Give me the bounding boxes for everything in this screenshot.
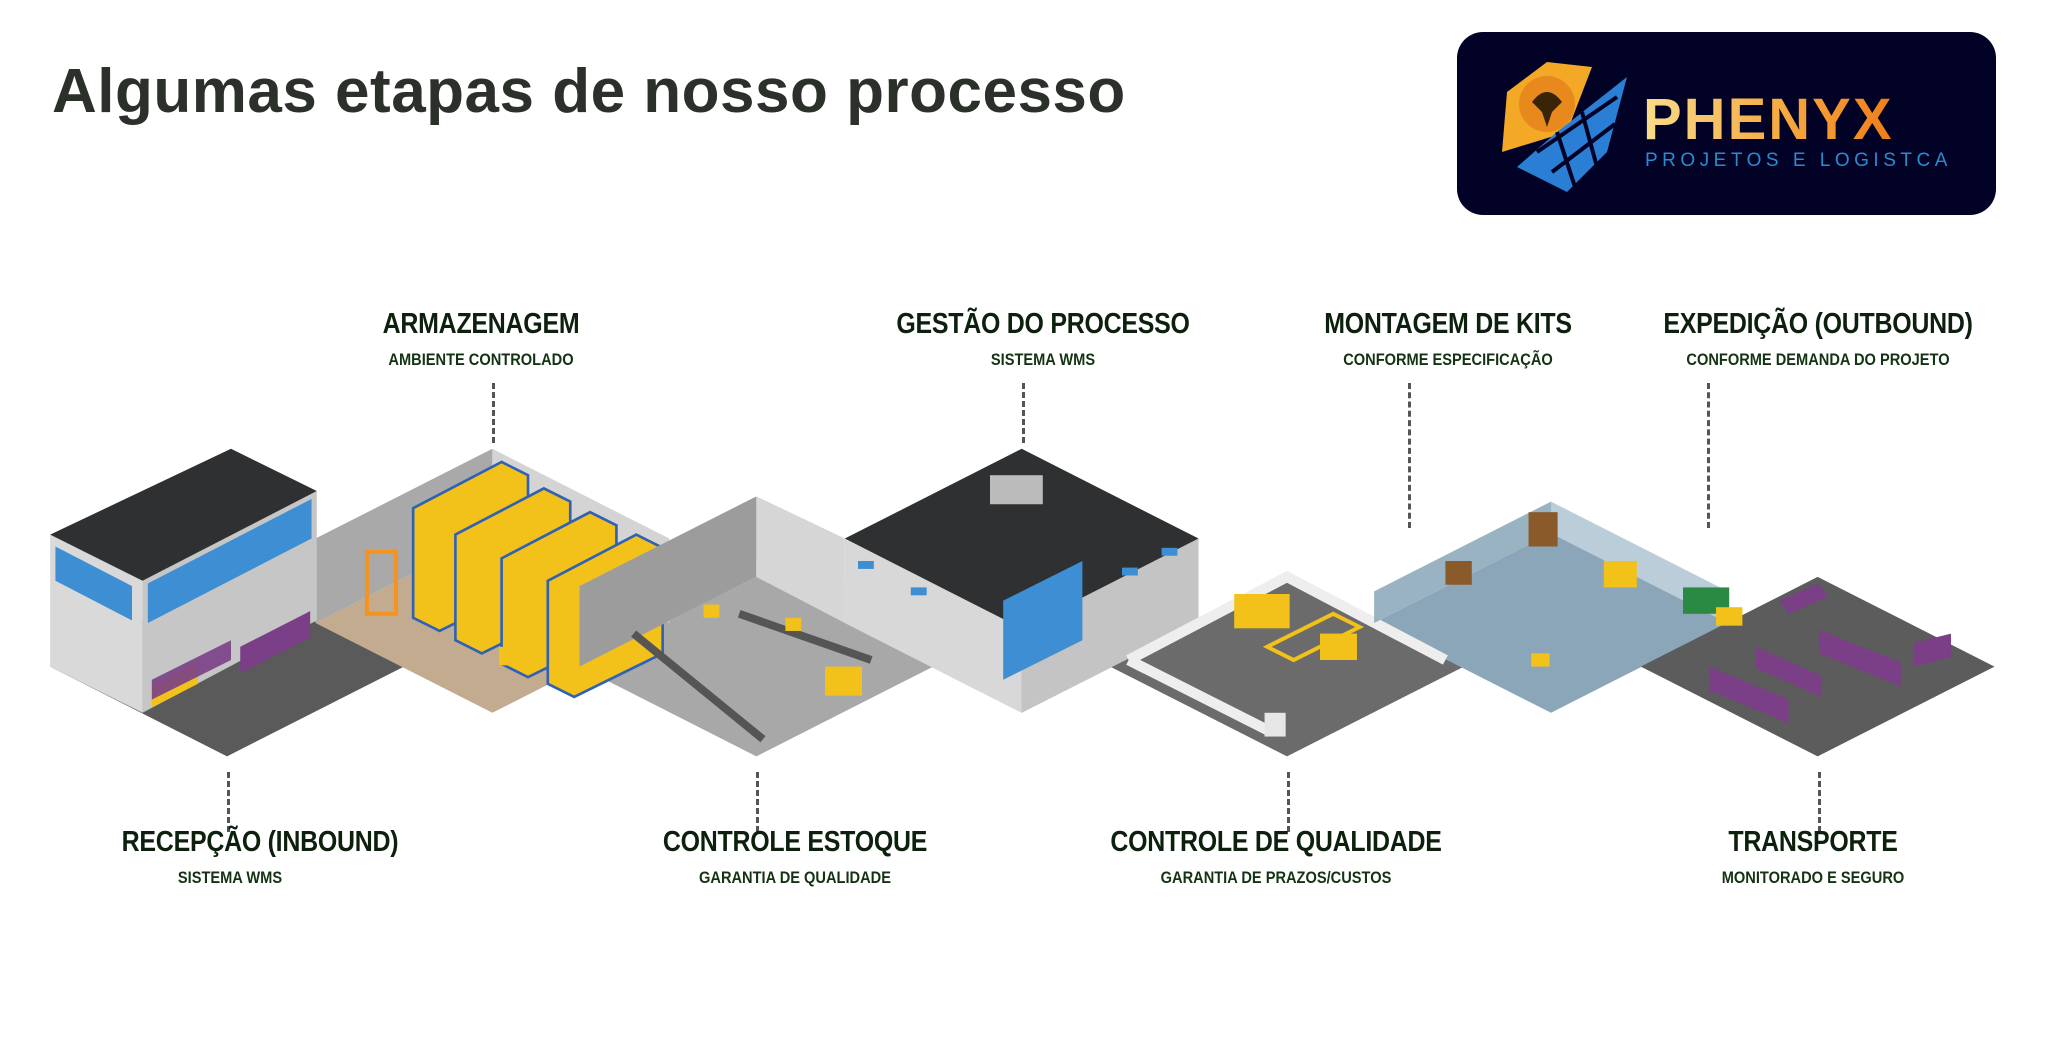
step-gestao-processo: GESTÃO DO PROCESSO SISTEMA WMS — [872, 308, 1213, 370]
step-title: MONTAGEM DE KITS — [1324, 308, 1572, 340]
step-expedicao: EXPEDIÇÃO (OUTBOUND) CONFORME DEMANDA DO… — [1638, 308, 1998, 370]
connector-qualidade — [1287, 772, 1290, 832]
step-title: CONTROLE ESTOQUE — [662, 826, 928, 858]
page-title: Algumas etapas de nosso processo — [52, 57, 1126, 126]
step-subtitle: CONFORME ESPECIFICAÇÃO — [1343, 350, 1553, 369]
step-subtitle: MONITORADO E SEGURO — [1721, 868, 1905, 887]
step-subtitle: AMBIENTE CONTROLADO — [388, 350, 574, 369]
connector-kits — [1408, 383, 1411, 528]
step-title: GESTÃO DO PROCESSO — [896, 308, 1190, 340]
step-subtitle: GARANTIA DE QUALIDADE — [699, 868, 891, 887]
step-subtitle: SISTEMA WMS — [177, 868, 283, 887]
connector-transporte — [1818, 772, 1821, 832]
step-title: TRANSPORTE — [1728, 826, 1898, 858]
phoenix-emblem-icon — [1502, 62, 1627, 192]
phenyx-logo: PHENYX PROJETOS E LOGISTCA — [1457, 32, 1996, 215]
logo-name: PHENYX — [1643, 87, 1894, 152]
connector-estoque — [756, 772, 759, 832]
step-title: EXPEDIÇÃO (OUTBOUND) — [1663, 308, 1973, 340]
step-recepcao: RECEPÇÃO (INBOUND) SISTEMA WMS — [99, 826, 421, 888]
step-subtitle: CONFORME DEMANDA DO PROJETO — [1686, 350, 1950, 369]
step-controle-estoque: CONTROLE ESTOQUE GARANTIA DE QUALIDADE — [641, 826, 948, 888]
connector-armazenagem — [492, 383, 495, 443]
kits-floor — [1374, 533, 1728, 713]
connector-gestao — [1022, 383, 1025, 443]
step-armazenagem: ARMAZENAGEM AMBIENTE CONTROLADO — [367, 308, 596, 370]
step-title: CONTROLE DE QUALIDADE — [1110, 826, 1442, 858]
step-montagem-kits: MONTAGEM DE KITS CONFORME ESPECIFICAÇÃO — [1304, 308, 1592, 370]
step-title: RECEPÇÃO (INBOUND) — [121, 826, 399, 858]
connector-expedicao — [1707, 383, 1710, 528]
logo-tagline: PROJETOS E LOGISTCA — [1645, 150, 1952, 171]
step-subtitle: SISTEMA WMS — [990, 350, 1096, 369]
step-controle-qualidade: CONTROLE DE QUALIDADE GARANTIA DE PRAZOS… — [1083, 826, 1468, 888]
step-transporte: TRANSPORTE MONITORADO E SEGURO — [1707, 826, 1919, 888]
connector-recepcao — [227, 772, 230, 832]
step-title: ARMAZENAGEM — [382, 308, 580, 340]
step-subtitle: GARANTIA DE PRAZOS/CUSTOS — [1160, 868, 1392, 887]
